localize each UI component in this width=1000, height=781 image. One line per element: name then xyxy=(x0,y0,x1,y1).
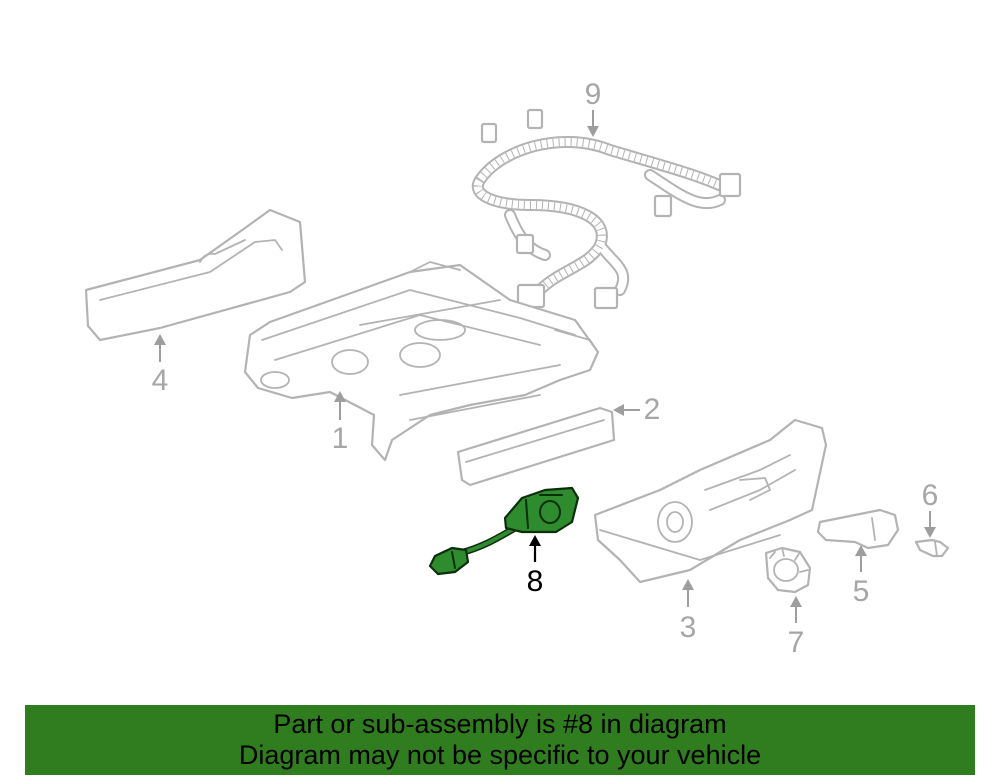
callout-6: 6 xyxy=(922,479,939,538)
callout-8: 8 xyxy=(527,535,544,598)
svg-text:1: 1 xyxy=(332,422,349,455)
part-3-side-shield[interactable] xyxy=(593,418,828,584)
callout-4: 4 xyxy=(152,334,169,397)
callout-2: 2 xyxy=(613,393,660,426)
part-7-knob[interactable] xyxy=(764,546,812,594)
svg-text:5: 5 xyxy=(853,575,870,608)
part-8-switch-assembly[interactable] xyxy=(428,486,580,576)
part-9-wiring-harness[interactable] xyxy=(471,108,742,310)
part-6-screw[interactable] xyxy=(914,538,950,558)
svg-text:2: 2 xyxy=(644,393,661,426)
part-4-side-trim[interactable] xyxy=(84,208,307,342)
part-5-lever-handle[interactable] xyxy=(816,508,900,550)
svg-text:7: 7 xyxy=(788,626,805,659)
callout-7: 7 xyxy=(788,596,805,659)
part-1-seat-adjuster[interactable] xyxy=(243,261,600,462)
svg-text:8: 8 xyxy=(527,565,544,598)
info-banner: Part or sub-assembly is #8 in diagram Di… xyxy=(25,705,975,775)
svg-text:3: 3 xyxy=(680,611,697,644)
callout-5: 5 xyxy=(853,545,870,608)
callout-9: 9 xyxy=(585,78,602,137)
part-2-front-trim[interactable] xyxy=(456,406,616,487)
svg-text:9: 9 xyxy=(585,78,602,111)
svg-text:6: 6 xyxy=(922,479,939,512)
banner-line-2: Diagram may not be specific to your vehi… xyxy=(238,740,762,770)
svg-text:4: 4 xyxy=(152,364,169,397)
callout-1: 1 xyxy=(332,391,349,455)
banner-line-1: Part or sub-assembly is #8 in diagram xyxy=(273,709,727,739)
callout-3: 3 xyxy=(680,579,697,644)
